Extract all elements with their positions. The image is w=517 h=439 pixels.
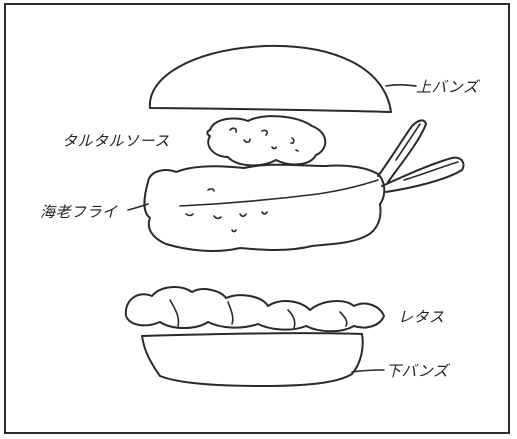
- shrimp-tail: [395, 123, 421, 161]
- fried-shrimp-batter: [185, 213, 194, 217]
- lettuce-fold: [339, 311, 348, 327]
- top-bun-label: 上バンズ: [416, 78, 480, 96]
- lettuce-fold: [169, 299, 180, 327]
- tartar-sauce-bit: [290, 137, 295, 144]
- tartar-sauce-bit: [295, 149, 299, 152]
- fried-shrimp-batter: [231, 229, 237, 233]
- fried-shrimp-label: 海老フライ: [40, 203, 118, 221]
- tartar-sauce-bit: [261, 129, 268, 136]
- fried-shrimp-batter: [239, 213, 247, 218]
- tartar-sauce-bit: [229, 127, 237, 133]
- drawing-frame: [4, 3, 510, 434]
- shrimp-tail: [381, 156, 465, 193]
- fried-shrimp-leader: [127, 203, 149, 211]
- fried-shrimp-batter: [213, 215, 222, 220]
- lettuce-fold: [227, 301, 234, 325]
- fried-shrimp: [143, 163, 386, 252]
- fried-shrimp-batter: [207, 188, 215, 192]
- bottom-bun: [141, 332, 364, 387]
- shrimp-tail: [403, 161, 459, 181]
- shrimp-tail: [377, 119, 427, 183]
- tartar-sauce-bit: [271, 146, 277, 150]
- bottom-bun-leader: [351, 369, 385, 373]
- lettuce: [124, 286, 385, 333]
- tartar-sauce-label: タルタルソース: [62, 132, 170, 150]
- tartar-sauce-bit: [243, 138, 251, 143]
- top-bun-leader: [385, 84, 417, 87]
- top-bun: [148, 44, 392, 113]
- lettuce-fold: [287, 309, 296, 329]
- lettuce-label: レタス: [398, 308, 445, 326]
- bottom-bun-label: 下バンズ: [386, 362, 450, 380]
- tartar-sauce: [206, 115, 327, 167]
- fried-shrimp-crease: [179, 179, 379, 207]
- fried-shrimp-batter: [261, 211, 268, 215]
